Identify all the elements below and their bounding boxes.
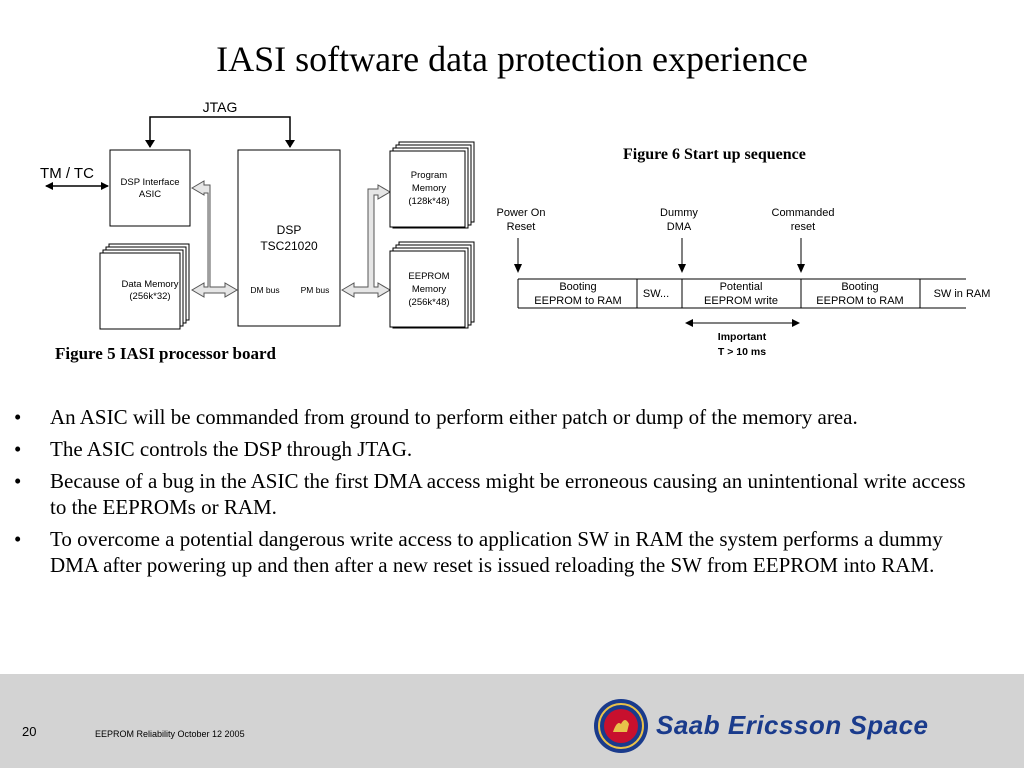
segment-potential-line1: Potential bbox=[720, 281, 763, 293]
jtag-line bbox=[149, 116, 291, 147]
segment-booting-2-line1: Booting bbox=[841, 281, 878, 293]
eeprom-memory-label-2: Memory bbox=[412, 284, 447, 295]
segment-booting-2-line2: EEPROM to RAM bbox=[816, 295, 903, 307]
eeprom-memory-label-3: (256k*48) bbox=[408, 297, 449, 308]
dm-bus-label: DM bus bbox=[250, 285, 279, 295]
program-memory-label-1: Program bbox=[411, 170, 448, 181]
slide-title: IASI software data protection experience bbox=[216, 39, 808, 79]
pm-bus-label: PM bus bbox=[301, 285, 330, 295]
bullet-item: To overcome a potential dangerous write … bbox=[14, 526, 974, 578]
segment-sw-in-ram: SW in RAM bbox=[934, 288, 991, 300]
bullet-item: Because of a bug in the ASIC the first D… bbox=[14, 468, 974, 520]
diagrams: JTAG TM / TC DSP Interface ASIC Data Mem… bbox=[40, 99, 991, 358]
program-memory-box bbox=[389, 150, 466, 228]
figure6-startup-sequence: Power On Reset Dummy DMA Commanded reset… bbox=[497, 207, 991, 358]
important-time: T > 10 ms bbox=[718, 346, 766, 358]
jtag-label: JTAG bbox=[203, 99, 238, 115]
bullet-list: An ASIC will be commanded from ground to… bbox=[14, 404, 974, 584]
program-memory-label-2: Memory bbox=[412, 183, 447, 194]
segment-booting-1-line1: Booting bbox=[559, 281, 596, 293]
figure5-processor-board: JTAG TM / TC DSP Interface ASIC Data Mem… bbox=[40, 99, 475, 330]
asic-box bbox=[109, 149, 191, 227]
asic-label-2: ASIC bbox=[139, 189, 161, 200]
dsp-box bbox=[237, 149, 341, 327]
sequence-bar bbox=[517, 278, 966, 309]
figure6-caption: Figure 6 Start up sequence bbox=[623, 146, 806, 163]
saab-technologies-badge-icon bbox=[594, 699, 648, 753]
power-on-label-2: Reset bbox=[507, 221, 536, 233]
asic-label-1: DSP Interface bbox=[121, 177, 180, 188]
power-on-label-1: Power On bbox=[497, 207, 546, 219]
eeprom-memory-box bbox=[389, 250, 466, 328]
data-memory-label-1: Data Memory bbox=[121, 279, 178, 290]
data-memory-label-2: (256k*32) bbox=[129, 291, 170, 302]
dsp-label-2: TSC21020 bbox=[260, 239, 318, 253]
footer-note: EEPROM Reliability October 12 2005 bbox=[95, 729, 245, 739]
dsp-label-1: DSP bbox=[277, 223, 302, 237]
segment-booting-1-line2: EEPROM to RAM bbox=[534, 295, 621, 307]
pm-bus-arrow bbox=[341, 184, 391, 298]
segment-potential-line2: EEPROM write bbox=[704, 295, 778, 307]
slide-footer: 20 EEPROM Reliability October 12 2005 Sa… bbox=[0, 674, 1024, 768]
dm-bus-arrow bbox=[191, 180, 238, 298]
dummy-dma-label-2: DMA bbox=[667, 221, 692, 233]
dummy-dma-label-1: Dummy bbox=[660, 207, 698, 219]
important-label: Important bbox=[718, 331, 767, 343]
figure5-caption: Figure 5 IASI processor board bbox=[55, 344, 277, 363]
bullet-item: An ASIC will be commanded from ground to… bbox=[14, 404, 974, 430]
program-memory-label-3: (128k*48) bbox=[408, 196, 449, 207]
tmtc-label: TM / TC bbox=[40, 165, 94, 182]
eeprom-memory-label-1: EEPROM bbox=[408, 271, 449, 282]
commanded-reset-label-2: reset bbox=[791, 221, 815, 233]
bullet-item: The ASIC controls the DSP through JTAG. bbox=[14, 436, 974, 462]
commanded-reset-label-1: Commanded bbox=[772, 207, 835, 219]
company-logo: Saab Ericsson Space bbox=[656, 710, 929, 740]
page-number: 20 bbox=[22, 724, 37, 739]
segment-sw: SW... bbox=[643, 288, 669, 300]
data-memory-box bbox=[99, 252, 181, 330]
